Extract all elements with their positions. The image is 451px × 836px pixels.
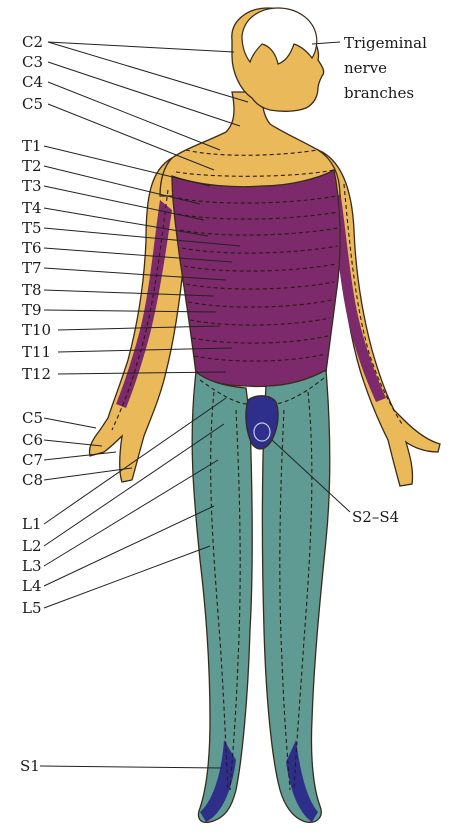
label-t1: T1 [22, 137, 42, 155]
label-l5: L5 [22, 599, 42, 617]
label-c5: C5 [22, 95, 43, 113]
label-c6: C6 [22, 431, 43, 449]
label-t4: T4 [22, 199, 42, 217]
trigeminal-line-2: nerve [344, 59, 387, 77]
label-t10: T10 [22, 321, 51, 339]
leader-c7 [44, 452, 116, 460]
label-l4: L4 [22, 577, 42, 595]
leader-c3 [48, 62, 240, 126]
label-c2: C2 [22, 33, 43, 51]
label-t8: T8 [22, 281, 42, 299]
label-t7: T7 [22, 259, 42, 277]
label-l2: L2 [22, 537, 42, 555]
label-l1: L1 [22, 515, 42, 533]
label-c5-lower: C5 [22, 409, 43, 427]
leader-c8 [44, 468, 132, 480]
label-t2: T2 [22, 157, 42, 175]
leader-l4 [44, 506, 214, 586]
label-c3: C3 [22, 53, 43, 71]
label-t5: T5 [22, 219, 42, 237]
label-l3: L3 [22, 557, 42, 575]
label-t6: T6 [22, 239, 42, 257]
label-c8: C8 [22, 471, 43, 489]
label-t3: T3 [22, 177, 42, 195]
label-s1: S1 [20, 757, 40, 775]
label-c4: C4 [22, 73, 43, 91]
label-s2-s4: S2–S4 [352, 508, 399, 526]
label-t12: T12 [22, 365, 51, 383]
leader-c5-lower [44, 418, 96, 428]
body-figure [89, 8, 440, 822]
left-arm [89, 158, 184, 482]
label-c7: C7 [22, 451, 43, 469]
label-t9: T9 [22, 301, 42, 319]
leader-l5 [44, 546, 210, 608]
leader-c5 [48, 104, 214, 170]
trigeminal-line-1: Trigeminal [344, 34, 427, 52]
leader-c4 [48, 82, 220, 150]
trigeminal-line-3: branches [344, 84, 414, 102]
leader-s1 [40, 766, 222, 768]
label-t11: T11 [22, 343, 51, 361]
